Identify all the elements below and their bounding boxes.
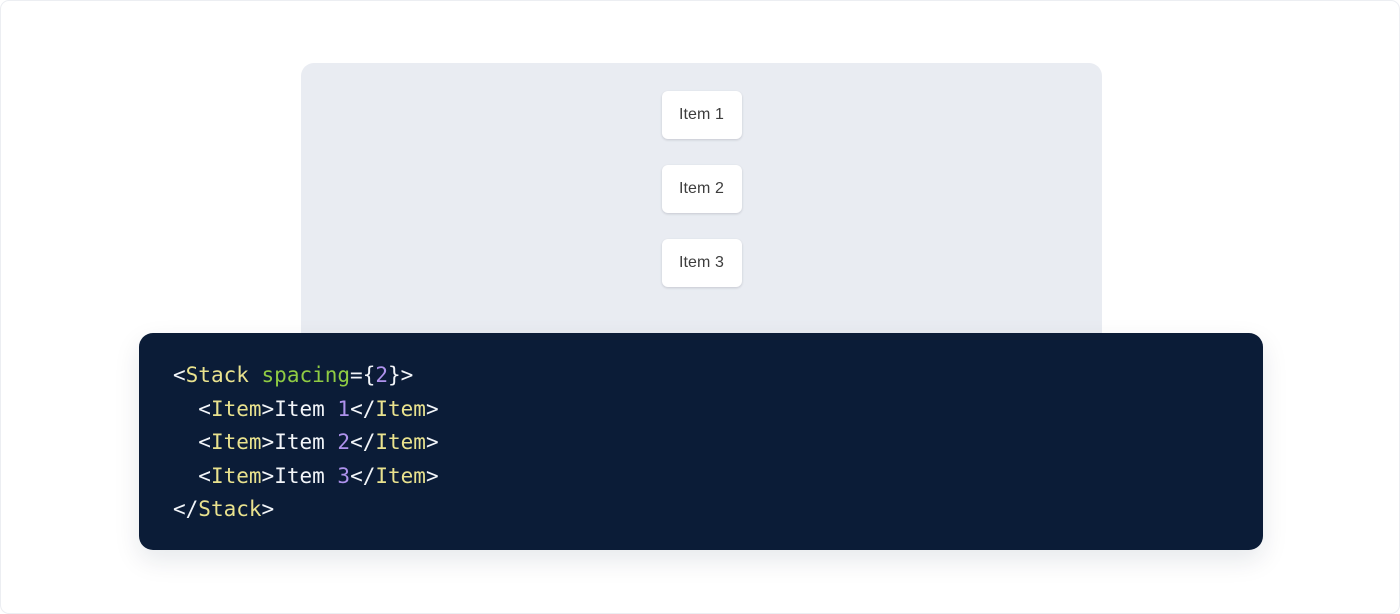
code-token-num: 1 [337,396,351,421]
code-token-text: Item [274,396,338,421]
code-token-tag: Item [375,396,426,421]
code-token-punct: ={ [350,363,376,387]
code-token-text: Item [274,430,338,455]
code-line: <Item>Item 3</Item> [173,463,439,488]
code-token-punct: > [425,396,439,421]
code-token-punct: > [425,430,439,455]
code-token-tag: Item [375,430,426,455]
code-token-num: 2 [337,430,351,455]
code-token-punct: > [261,497,275,522]
code-snippet-text: <Stack spacing={2}> <Item>Item 1</Item> … [139,359,1263,527]
stack-item: Item 2 [661,165,742,213]
code-token-tag: Item [210,463,262,488]
code-token-tag: Stack [185,363,249,387]
code-line: </Stack> [173,497,274,521]
code-token-attr: spacing [261,363,351,387]
code-line: <Item>Item 2</Item> [173,430,439,455]
code-token-punct: < [198,396,211,421]
stack-item-label: Item 2 [678,180,725,197]
stack-item: Item 1 [661,91,742,139]
code-token-punct: < [198,430,211,455]
code-snippet-block: <Stack spacing={2}> <Item>Item 1</Item> … [139,333,1263,550]
stack-container: Item 1 Item 2 Item 3 [661,91,742,287]
code-token-tag: Item [375,463,426,488]
code-token-punct: > [261,396,275,421]
code-token-num: 3 [337,463,351,488]
code-token-tag: Item [210,396,262,421]
code-token-punct: </ [350,430,376,455]
code-line: <Item>Item 1</Item> [173,396,439,421]
code-token-punct: > [261,430,275,455]
code-line: <Stack spacing={2}> [173,363,413,387]
code-token-tag: Item [210,430,262,455]
code-token-num: 2 [375,363,388,387]
stack-item-label: Item 3 [678,254,725,271]
stack-item-label: Item 1 [678,106,725,123]
code-token-punct: < [173,363,186,387]
code-token-punct: }> [388,363,414,387]
code-token-text [249,363,262,387]
code-token-text: Item [274,463,338,488]
code-token-punct: </ [173,497,199,522]
stack-item: Item 3 [661,239,742,287]
code-token-punct: < [198,463,211,488]
code-token-punct: > [425,463,439,488]
code-token-tag: Stack [198,497,262,522]
code-token-punct: > [261,463,275,488]
code-token-punct: </ [350,396,376,421]
code-token-punct: </ [350,463,376,488]
